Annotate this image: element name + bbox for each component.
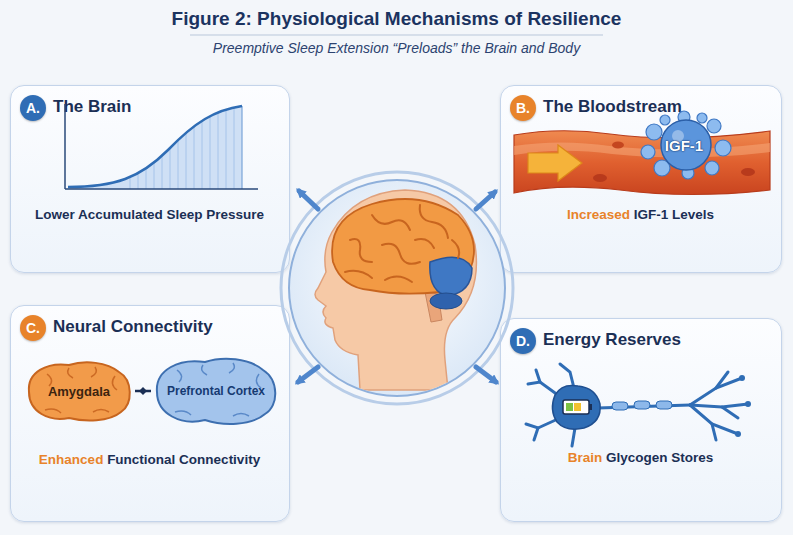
panel-caption: Lower Accumulated Sleep Pressure [11,207,288,222]
battery-icon [563,400,592,414]
molecule-cluster: IGF-1 [634,110,734,180]
badge-letter: C. [26,320,40,336]
mechanism-arrows [298,191,496,382]
text-rest: Glycogen Stores [602,450,713,465]
flow-arrow [528,145,582,181]
chart-x-axis [65,188,258,190]
badge-letter: D. [516,333,530,349]
panel-heading: Energy Reserves [543,330,681,350]
panel-badge: A. [20,95,46,121]
brain-region: Amygdala [23,358,135,424]
inner-circle [289,180,505,396]
mechanism-panel: Energy ReservesBrain Glycogen Stores D. [500,318,782,522]
figure-subtitle: Preemptive Sleep Extension “Preloads” th… [0,40,793,56]
panel-badge: C. [20,315,46,341]
blood-cell [741,168,755,176]
chart-edge [241,106,242,189]
blood-cell [593,174,607,182]
panel-caption: Increased IGF-1 Levels [501,207,780,222]
highlight-word: Increased [567,207,630,222]
brain-region: Prefrontal Cortex [151,354,281,428]
figure-title: Figure 2: Physiological Mechanisms of Re… [0,8,793,30]
vessel-band [514,131,770,195]
region-label: Prefrontal Cortex [167,384,265,398]
neuron-soma [552,385,600,429]
central-head-illustration [281,172,513,404]
panel-badge: B. [510,95,536,121]
chart-y-axis [64,104,66,189]
blood-vessel [514,131,770,195]
region-label: Amygdala [48,384,110,399]
panel-heading: Neural Connectivity [53,317,213,337]
text-rest: IGF-1 Levels [630,207,714,222]
highlight-word: Enhanced [39,452,104,467]
brain-occipital [430,257,472,296]
head-silhouette [315,190,476,390]
panel-caption: Enhanced Functional Connectivity [11,452,288,467]
molecule-label: IGF-1 [665,137,703,154]
cerebellum [430,293,462,309]
brain-gyri [345,205,459,282]
outer-ring [281,172,513,404]
badge-letter: A. [26,100,40,116]
blood-cell [612,142,624,149]
myelin-segments [612,401,672,410]
mechanism-panel: Neural ConnectivityEnhanced Functional C… [10,305,290,522]
panel-caption: Brain Glycogen Stores [501,450,780,465]
title-rule [190,35,603,36]
panel-badge: D. [510,328,536,354]
badge-letter: B. [516,100,530,116]
highlight-word: Brain [568,450,603,465]
text-rest: Functional Connectivity [103,452,260,467]
panel-heading: The Bloodstream [543,97,682,117]
